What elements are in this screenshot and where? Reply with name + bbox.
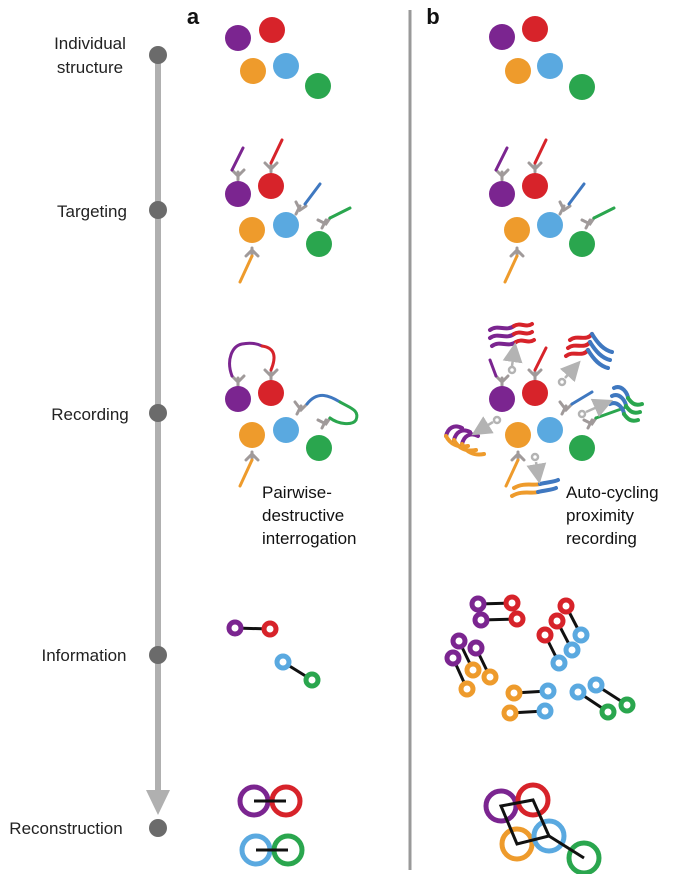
timeline-arrowhead bbox=[146, 790, 170, 815]
timeline-node-reconstruction bbox=[149, 819, 167, 837]
a-purple-target bbox=[225, 181, 251, 207]
b-green-target bbox=[569, 231, 595, 257]
a-info-purple bbox=[226, 619, 244, 637]
timeline-node-recording bbox=[149, 404, 167, 422]
stage-label-reconstruction: Reconstruction bbox=[9, 819, 122, 838]
a-note-line1: Pairwise- bbox=[262, 483, 332, 502]
a-recording-structures bbox=[225, 380, 332, 461]
a-blue-record bbox=[273, 417, 299, 443]
b-note-line3: recording bbox=[566, 529, 637, 548]
panel-label-a: a bbox=[187, 4, 200, 29]
timeline-node-targeting bbox=[149, 201, 167, 219]
a-targeting bbox=[230, 138, 352, 284]
a-information bbox=[226, 619, 321, 689]
b-orange-structure bbox=[505, 58, 531, 84]
b-recon-purple bbox=[483, 788, 519, 824]
b-individual-structure bbox=[489, 16, 595, 100]
b-green-structure bbox=[569, 74, 595, 100]
a-green-target bbox=[306, 231, 332, 257]
a-red-structure bbox=[259, 17, 285, 43]
a-info-red bbox=[261, 620, 279, 638]
a-blue-structure bbox=[273, 53, 299, 79]
b-blue-target bbox=[537, 212, 563, 238]
a-red-target bbox=[258, 173, 284, 199]
a-orange-structure bbox=[240, 58, 266, 84]
b-recording-structures bbox=[489, 380, 595, 461]
panel-label-b: b bbox=[426, 4, 439, 29]
a-info-blue bbox=[274, 653, 292, 671]
b-targeting-structures bbox=[489, 173, 595, 257]
b-red-record bbox=[522, 380, 548, 406]
b-purple-target bbox=[489, 181, 515, 207]
b-recon-green bbox=[566, 840, 602, 874]
timeline-node-structure bbox=[149, 46, 167, 64]
b-blue-record bbox=[537, 417, 563, 443]
b-note-line2: proximity bbox=[566, 506, 635, 525]
b-recon-blue bbox=[531, 818, 567, 854]
b-purple-record bbox=[489, 386, 515, 412]
stage-label-information: Information bbox=[41, 646, 126, 665]
b-blue-structure bbox=[537, 53, 563, 79]
b-reconstruction bbox=[483, 782, 602, 874]
a-info-green bbox=[303, 671, 321, 689]
a-note-line3: interrogation bbox=[262, 529, 357, 548]
b-orange-record bbox=[505, 422, 531, 448]
b-note-line1: Auto-cycling bbox=[566, 483, 659, 502]
a-recording bbox=[228, 341, 359, 488]
b-red-structure bbox=[522, 16, 548, 42]
b-information bbox=[444, 594, 636, 722]
a-orange-target bbox=[239, 217, 265, 243]
a-green-record bbox=[306, 435, 332, 461]
b-recon-orange bbox=[499, 826, 535, 862]
stage-label-structure: structure bbox=[57, 58, 123, 77]
b-recon-red bbox=[515, 782, 551, 818]
b-orange-target bbox=[504, 217, 530, 243]
a-targeting-structures bbox=[225, 173, 332, 257]
stage-label-recording: Recording bbox=[51, 405, 129, 424]
a-purple-record bbox=[225, 386, 251, 412]
b-purple-structure bbox=[489, 24, 515, 50]
a-individual-structure bbox=[225, 17, 331, 99]
stage-label-targeting: Targeting bbox=[57, 202, 127, 221]
a-green-structure bbox=[305, 73, 331, 99]
a-blue-target bbox=[273, 212, 299, 238]
a-reconstruction bbox=[237, 784, 305, 867]
b-targeting bbox=[494, 138, 616, 284]
timeline-node-information bbox=[149, 646, 167, 664]
a-orange-record bbox=[239, 422, 265, 448]
a-purple-structure bbox=[225, 25, 251, 51]
a-red-record bbox=[258, 380, 284, 406]
b-release-arrows bbox=[471, 342, 614, 484]
b-red-target bbox=[522, 173, 548, 199]
a-note-line2: destructive bbox=[262, 506, 344, 525]
b-green-record bbox=[569, 435, 595, 461]
stage-label-individual: Individual bbox=[54, 34, 126, 53]
